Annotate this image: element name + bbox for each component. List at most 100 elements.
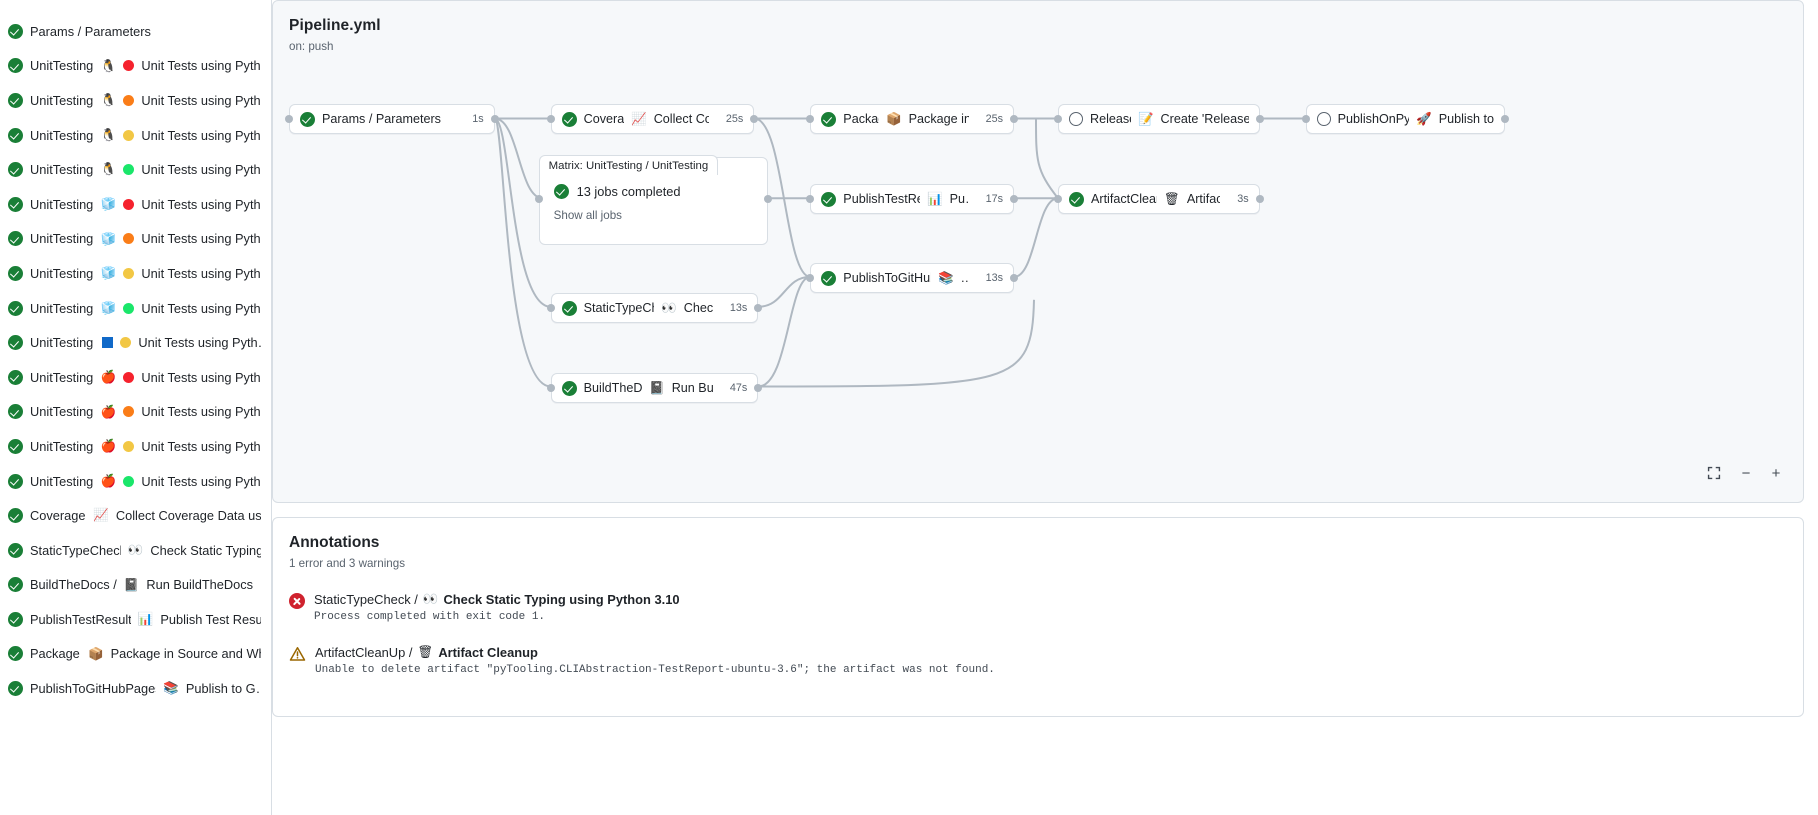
sidebar-item[interactable]: UnitTesting / 🐧Unit Tests using Pyth… [0,118,271,153]
fit-screen-icon[interactable] [1703,462,1725,484]
sidebar-item[interactable]: UnitTesting / 🧊Unit Tests using Pyth… [0,187,271,222]
sidebar-item[interactable]: UnitTesting / 🐧Unit Tests using Pyth… [0,152,271,187]
node-connector-out [1010,115,1019,123]
zoom-controls[interactable]: − + [1703,462,1787,484]
green-circle-icon [123,302,135,314]
success-check-icon [8,681,23,697]
sidebar-item[interactable]: Coverage / 📈Collect Coverage Data usi… [0,498,271,533]
annotation-job-name: Artifact Cleanup [438,645,538,660]
annotation-job-name: Check Static Typing using Python 3.10 [443,592,680,607]
success-check-icon [8,300,23,316]
penguin-icon: 🐧 [100,127,117,142]
blue-cube-icon: 🧊 [100,300,117,315]
workflow-trigger: on: push [289,40,334,53]
annotations-summary: 1 error and 3 warnings [289,557,405,570]
sidebar-item-label-tail: Unit Tests using Pyth… [141,300,261,316]
sidebar-item[interactable]: UnitTesting / 🍎Unit Tests using Pyth… [0,429,271,464]
annotation-job: ArtifactCleanUp / 🗑Artifact Cleanup [315,645,995,660]
annotations-list: StaticTypeCheck / 👀Check Static Typing u… [289,592,1787,676]
penguin-icon: 🐧 [100,93,117,108]
node-connector-out [754,304,763,312]
graph-node-duration: 3s [1237,193,1249,205]
sidebar-item[interactable]: UnitTesting / 🧊Unit Tests using Pyth… [0,291,271,326]
annotation-job-prefix: StaticTypeCheck / [314,592,418,607]
sidebar-item[interactable]: StaticTypeCheck / 👀Check Static Typing… [0,533,271,568]
sidebar-item[interactable]: PublishToGitHubPages / 📚Publish to G… [0,671,271,706]
success-check-icon [8,265,23,281]
sidebar-item[interactable]: UnitTesting / 🍎Unit Tests using Pyth… [0,360,271,395]
matrix-jobs-label: 13 jobs completed [576,184,681,199]
success-check-icon [553,184,569,199]
graph-node[interactable]: BuildTheDocs / 📓Run Buil…47s [550,373,759,403]
orange-circle-icon [123,94,135,106]
node-connector-in [806,195,815,203]
graph-node-label-tail: Collect Cove… [653,112,709,126]
sidebar-item[interactable]: BuildTheDocs / 📓Run BuildTheDocs [0,568,271,603]
pending-circle-icon [1068,112,1083,126]
chart-increasing-icon: 📈 [93,508,109,523]
success-check-icon [8,611,23,627]
blue-cube-icon: 🧊 [100,231,117,246]
sidebar-item-label: UnitTesting / [30,58,94,74]
node-connector-out [1255,195,1264,203]
sidebar-item-label-tail: Unit Tests using Pyth… [141,127,261,143]
sidebar-item[interactable]: UnitTesting / 🧊Unit Tests using Pyth… [0,256,271,291]
green-circle-icon [123,475,135,487]
sidebar-item-label: BuildTheDocs / [30,577,117,593]
graph-node-label-tail: Pu… [949,192,969,206]
success-check-icon [8,508,23,524]
books-icon: 📚 [163,681,179,696]
graph-node-label-tail: Chec… [683,301,713,315]
sidebar-item[interactable]: Params / Parameters [0,14,271,49]
sidebar-item-label-tail: Unit Tests using Pyth… [141,265,261,281]
sidebar-item[interactable]: UnitTesting / 🍎Unit Tests using Pyth… [0,464,271,499]
sidebar-item-label: UnitTesting / [30,196,94,212]
sidebar-item[interactable]: UnitTesting / 🐧Unit Tests using Pyth… [0,83,271,118]
annotation-item[interactable]: StaticTypeCheck / 👀Check Static Typing u… [289,592,1787,623]
sidebar-item[interactable]: UnitTesting / Unit Tests using Pyth… [0,325,271,360]
workflow-graph-card: Pipeline.yml on: push [272,0,1804,503]
apple-icon: 🍎 [100,404,117,419]
success-check-icon [561,380,577,396]
graph-node[interactable]: PublishTestResults / 📊Pu…17s [810,184,1015,214]
graph-node[interactable]: PublishToGitHubPages / 📚…13s [810,263,1015,293]
yellow-circle-icon [123,267,135,279]
sidebar-item-label-tail: Collect Coverage Data usi… [115,508,261,524]
graph-node[interactable]: Release / 📝Create 'Release P… [1057,104,1260,134]
sidebar-item[interactable]: UnitTesting / 🧊Unit Tests using Pyth… [0,222,271,257]
node-connector-in [546,115,555,123]
sidebar-item[interactable]: Package / 📦Package in Source and Wh… [0,637,271,672]
apple-icon: 🍎 [100,369,117,384]
zoom-out-button[interactable]: − [1741,464,1751,482]
sidebar-item[interactable]: UnitTesting / 🍎Unit Tests using Pyth… [0,395,271,430]
sidebar-item[interactable]: PublishTestResults / 📊Publish Test Resu… [0,602,271,637]
graph-node[interactable]: StaticTypeCheck / 👀Chec…13s [550,293,759,323]
show-all-jobs-link[interactable]: Show all jobs [553,209,622,222]
zoom-buttons[interactable]: − + [1735,462,1787,484]
graph-node[interactable]: PublishOnPyPI / 🚀Publish to … [1305,104,1506,134]
annotation-body: StaticTypeCheck / 👀Check Static Typing u… [314,592,680,623]
success-check-icon [8,196,23,212]
zoom-in-button[interactable]: + [1771,464,1781,482]
yellow-circle-icon [120,337,132,349]
sidebar-item[interactable]: UnitTesting / 🐧Unit Tests using Pyth… [0,49,271,84]
warning-icon [289,646,306,662]
graph-node[interactable]: Coverage / 📈Collect Cove…25s [550,104,755,134]
red-circle-icon [123,198,135,210]
node-connector-out [1010,195,1019,203]
graph-node-label: Package / [843,112,879,126]
sidebar-item-label: UnitTesting / [30,92,94,108]
error-icon [289,593,305,609]
node-connector-out [750,115,759,123]
workflow-title: Pipeline.yml [289,17,381,34]
package-icon: 📦 [886,111,902,126]
graph-node[interactable]: Package / 📦Package in So…25s [810,104,1015,134]
graph-node[interactable]: ArtifactCleanUp / 🗑Artifac…3s [1057,184,1260,214]
graph-node-label: StaticTypeCheck / [583,301,655,315]
